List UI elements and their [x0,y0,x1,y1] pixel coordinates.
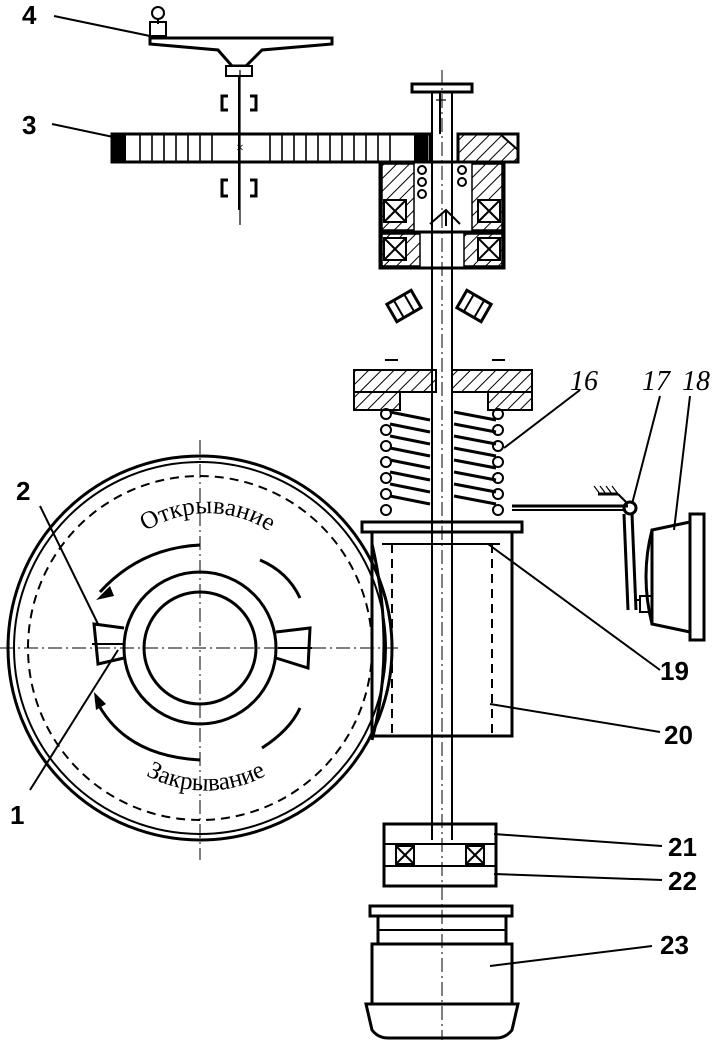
callout-17: 17 [642,366,671,397]
opening-label: Открывание [135,492,280,536]
svg-text:×: × [236,141,244,156]
leader-lines [29,15,691,967]
gear-horizontal: × [110,132,432,164]
callout-23: 23 [660,930,689,960]
left-shaft [220,70,258,225]
callout-20: 20 [664,720,693,750]
callout-16: 16 [570,366,598,397]
limit-switch [512,485,706,642]
callout-3: 3 [22,110,36,140]
closing-label: Закрывание [143,756,269,796]
callout-18: 18 [682,366,710,397]
spring-assembly [353,359,533,534]
callout-2: 2 [16,476,30,506]
callout-1: 1 [10,800,24,830]
callout-19: 19 [660,656,689,686]
bearing-symbols-tilted [384,288,494,324]
upper-right-assembly [378,82,520,270]
callout-22: 22 [668,866,697,896]
drum-wheel [0,440,400,860]
callout-21: 21 [668,832,697,862]
callout-4: 4 [22,0,37,30]
electric-motor [364,904,520,1040]
handwheel-top [148,6,334,77]
main-shaft [431,70,453,1040]
bottom-bearing [382,822,498,888]
